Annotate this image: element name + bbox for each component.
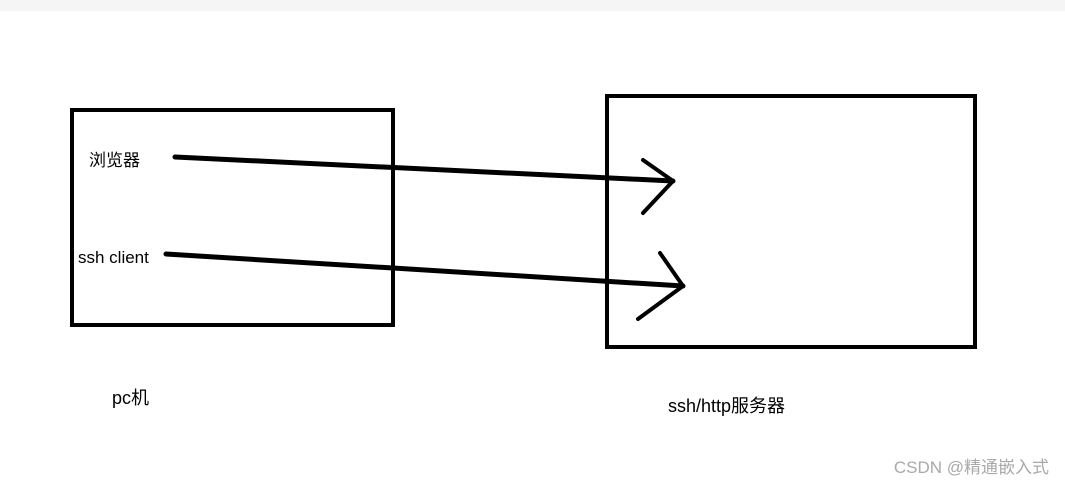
arrow-head [636, 251, 685, 321]
arrow-shaft [172, 154, 676, 184]
csdn-watermark: CSDN @精通嵌入式 [893, 458, 1049, 477]
arrow-browser-to-server [172, 154, 676, 215]
pc-caption: pc机 [112, 388, 150, 408]
pc-box [70, 108, 395, 327]
arrow-head [641, 158, 675, 215]
ssh-client-label: ssh client [78, 248, 149, 267]
server-caption: ssh/http服务器 [668, 396, 786, 416]
browser-label: 浏览器 [89, 151, 140, 170]
arrow-ssh-client-to-server [163, 251, 686, 321]
arrow-shaft [163, 251, 686, 289]
top-strip [0, 0, 1065, 11]
server-box [605, 94, 977, 349]
